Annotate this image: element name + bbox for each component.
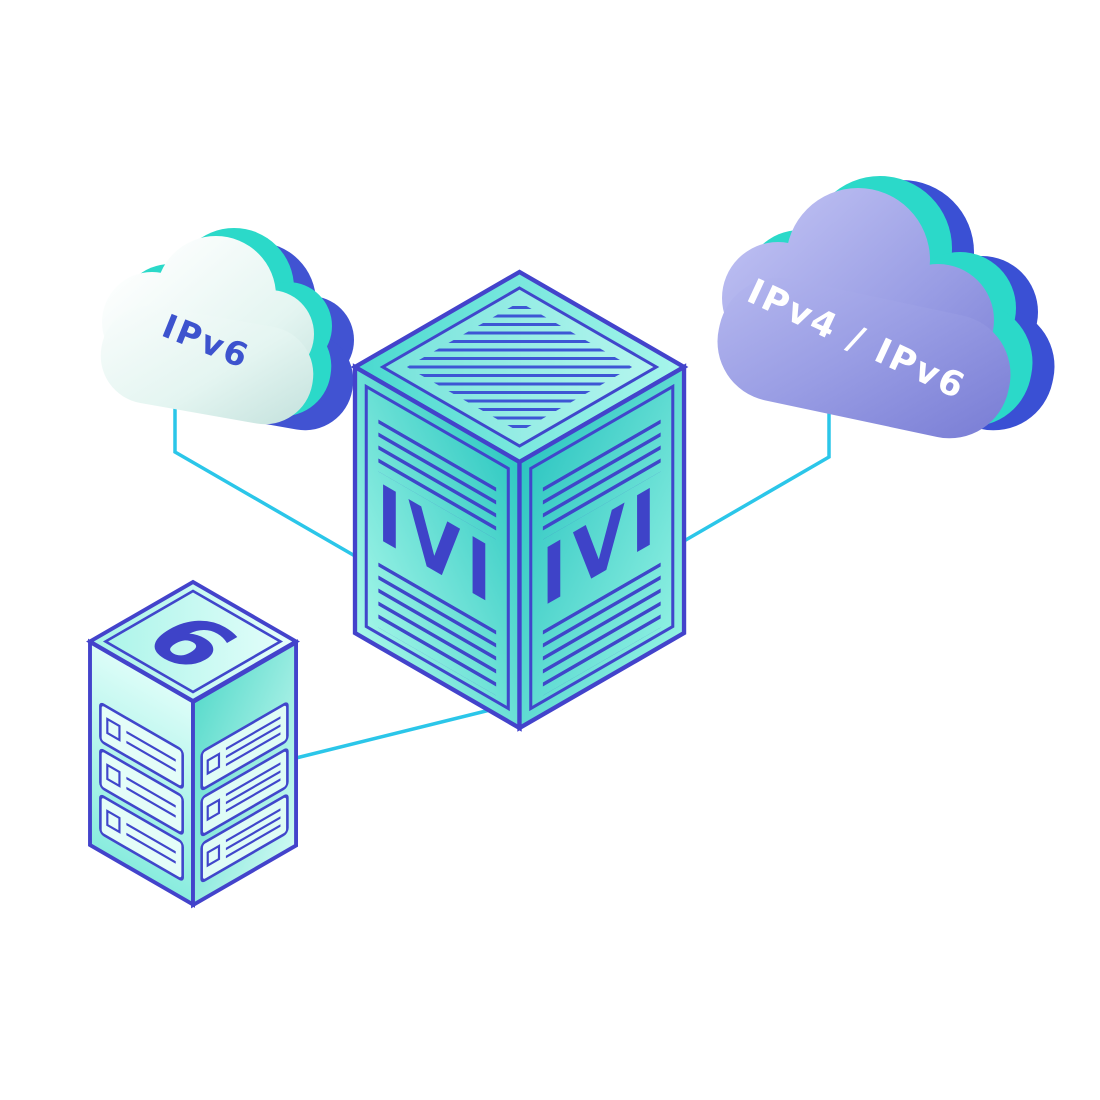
server-top-face: 6 — [86, 579, 300, 704]
server-drive-tray — [200, 702, 289, 791]
ivi-box-icon: IVI IVI — [350, 269, 689, 732]
connector-right-cloud-to-box — [683, 400, 831, 543]
connector-left-cloud-to-box — [173, 390, 356, 558]
server-drive-tray — [99, 702, 184, 789]
dual-stack-cloud-icon: IPv4 / IPv6 — [706, 176, 1066, 450]
connector-server-to-box — [295, 708, 491, 760]
ivi-box-left-face: IVI — [352, 363, 522, 732]
left-face-bottom-stripes — [378, 562, 497, 696]
right-face-top-stripes — [542, 419, 661, 540]
right-face-inner-border — [529, 383, 675, 712]
server-drive-tray — [99, 794, 184, 881]
connector-lines — [173, 390, 831, 760]
ivi-box-right-face: IVI — [517, 363, 687, 732]
server-drive-tray — [200, 794, 289, 883]
ivi-box-top-stripes — [406, 302, 633, 432]
cloud-front-layer — [706, 188, 1022, 450]
server-drive-tray — [200, 748, 289, 837]
ipv6-cloud-icon: IPv6 — [93, 228, 361, 438]
server-right-face — [191, 639, 299, 909]
server-drive-tray — [99, 748, 184, 835]
left-face-top-stripes — [378, 419, 497, 540]
ipv6-server-icon: 6 — [86, 579, 300, 909]
right-face-bottom-stripes — [542, 562, 661, 696]
left-face-inner-border — [364, 383, 510, 712]
